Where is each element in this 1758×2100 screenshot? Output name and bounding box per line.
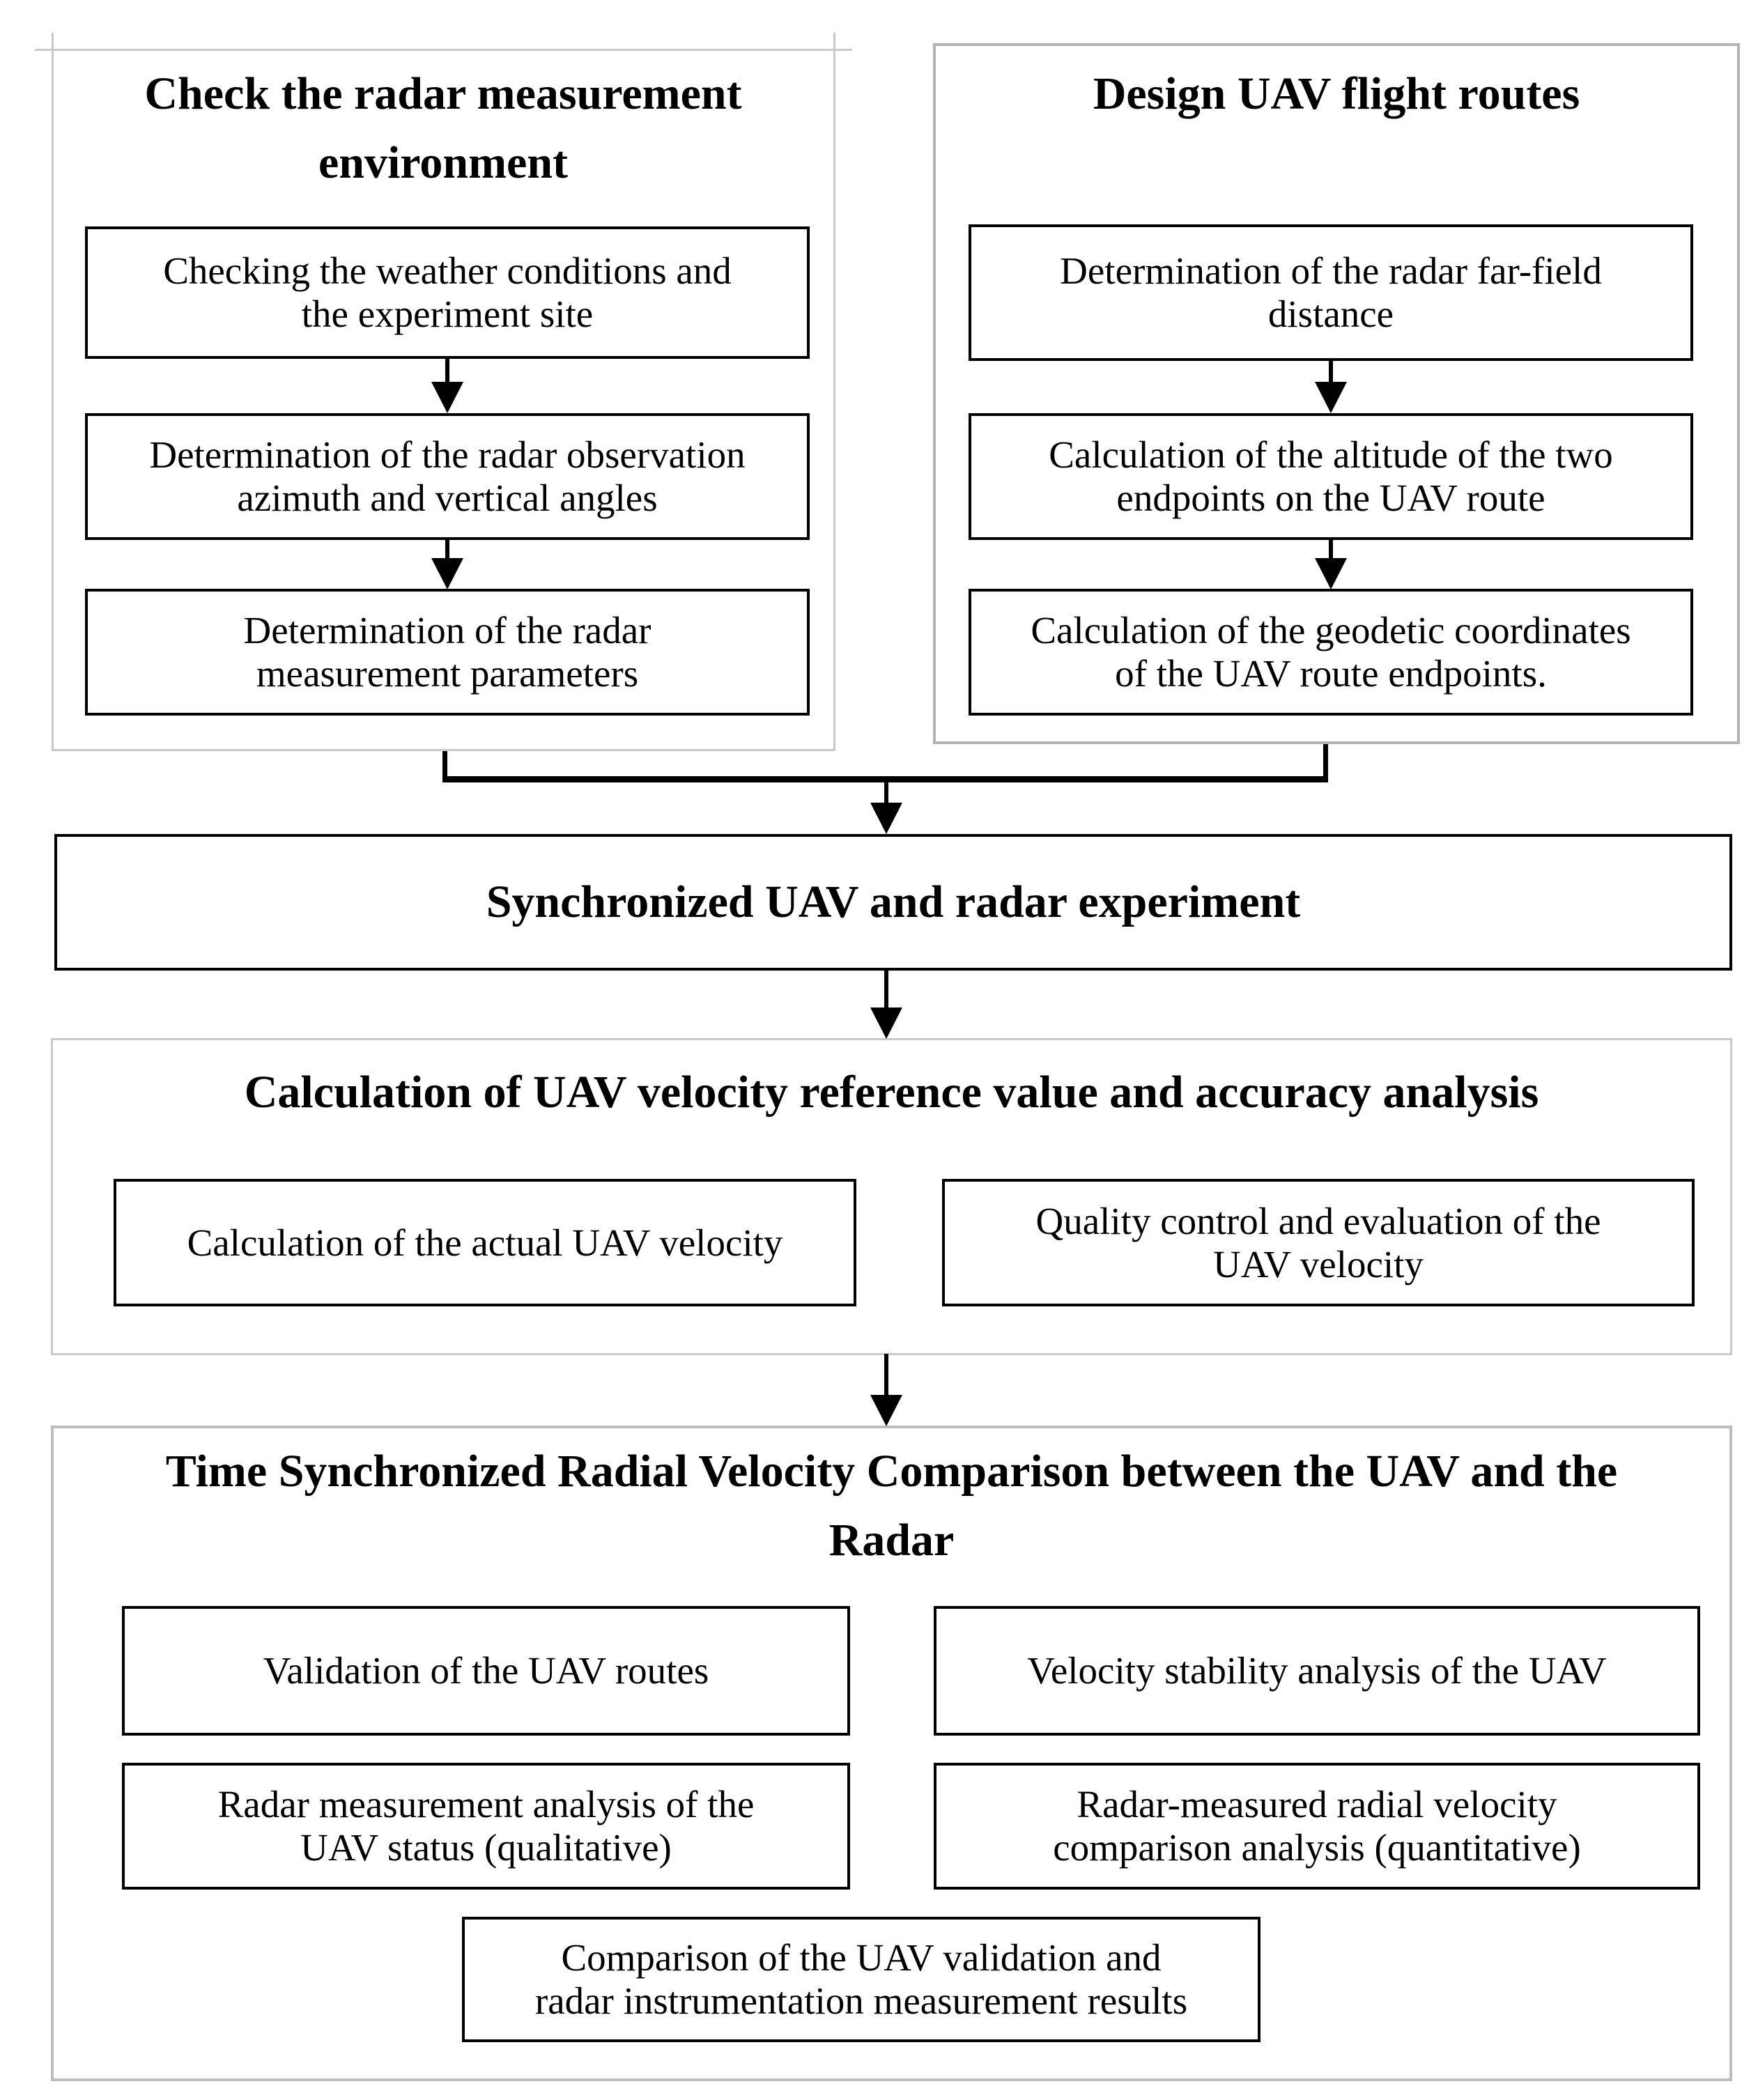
box-weather-check: Checking the weather conditions and the … [85, 226, 810, 359]
arrow-line [445, 540, 449, 559]
box-comparison-results: Comparison of the UAV validation and rad… [462, 1917, 1260, 2042]
arrow-head-icon [870, 1395, 902, 1426]
arrow-head-icon [870, 803, 902, 834]
stage1-left-panel-border-top [35, 49, 852, 51]
arrow-head-icon [431, 382, 463, 413]
stage1-left-panel-border-left [52, 33, 54, 751]
arrow-line [445, 356, 449, 383]
stage3-title: Calculation of UAV velocity reference va… [244, 1067, 1539, 1118]
box-far-field-distance: Determination of the radar far-field dis… [969, 224, 1693, 361]
box-geodetic-coordinates: Calculation of the geodetic coordinates … [969, 589, 1693, 716]
box-radar-qualitative: Radar measurement analysis of the UAV st… [122, 1763, 850, 1890]
box-radar-quantitative: Radar-measured radial velocity compariso… [934, 1763, 1700, 1890]
connector-line-left [442, 751, 447, 779]
stage1-right-panel [933, 43, 1740, 744]
box-synchronized-experiment: Synchronized UAV and radar experiment [54, 834, 1732, 971]
box-endpoint-altitude: Calculation of the altitude of the two e… [969, 413, 1693, 540]
connector-bar [442, 776, 1328, 782]
arrow-head-icon [1315, 558, 1347, 589]
arrow-line [884, 1354, 888, 1396]
arrow-line [1329, 361, 1333, 383]
stage1-left-panel-border-right [833, 33, 835, 751]
stage3-panel [51, 1038, 1732, 1355]
box-measurement-parameters: Determination of the radar measurement p… [85, 589, 810, 716]
arrow-line [1329, 540, 1333, 559]
arrow-line [884, 971, 888, 1008]
box-velocity-stability: Velocity stability analysis of the UAV [934, 1606, 1700, 1736]
arrow-line [884, 781, 888, 803]
box-route-validation: Validation of the UAV routes [122, 1606, 850, 1736]
box-quality-control: Quality control and evaluation of the UA… [942, 1179, 1695, 1306]
stage4-panel [51, 1426, 1732, 2081]
arrow-head-icon [870, 1007, 902, 1039]
arrow-head-icon [1315, 382, 1347, 413]
box-actual-uav-velocity: Calculation of the actual UAV velocity [114, 1179, 856, 1306]
box-observation-angles: Determination of the radar observation a… [85, 413, 810, 540]
stage1-right-title: Design UAV flight routes [1093, 68, 1580, 119]
connector-line-right [1323, 744, 1328, 779]
stage1-left-title: Check the radar measurement environment [144, 68, 742, 188]
arrow-head-icon [431, 558, 463, 589]
stage1-left-panel-border-bottom [52, 749, 835, 751]
stage4-title: Time Synchronized Radial Velocity Compar… [165, 1446, 1618, 1566]
